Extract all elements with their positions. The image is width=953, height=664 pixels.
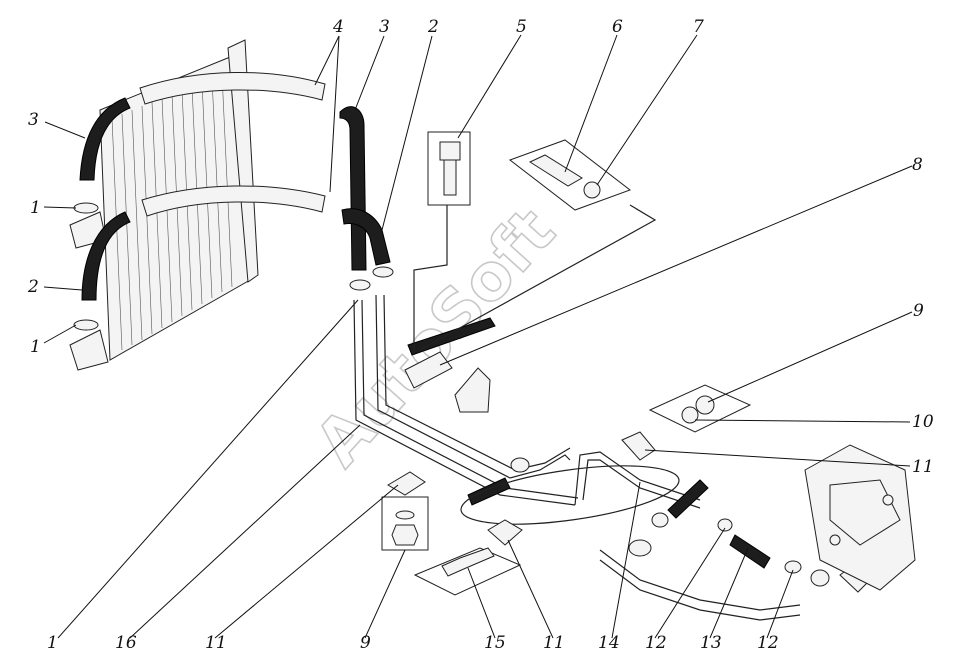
pipes bbox=[353, 294, 801, 621]
callout-6: 6 bbox=[612, 17, 623, 37]
detail-card-nut-9-left bbox=[381, 496, 429, 551]
detail-card-bolt-5 bbox=[413, 131, 471, 355]
callout-11-right: 11 bbox=[912, 457, 934, 477]
callout-labels: 1 1 1 2 2 3 3 4 5 6 7 8 9 9 10 11 11 11 … bbox=[27, 17, 934, 653]
radiator-hoses bbox=[79, 72, 391, 301]
callout-3-top: 3 bbox=[379, 17, 390, 37]
bracket-clips-11 bbox=[387, 431, 656, 546]
callout-13: 13 bbox=[700, 633, 722, 653]
leader-lines bbox=[43, 34, 913, 639]
hose-clamps bbox=[73, 202, 394, 331]
callout-16: 16 bbox=[115, 633, 137, 653]
callout-11-bottom-left: 11 bbox=[205, 633, 227, 653]
callout-7: 7 bbox=[693, 17, 704, 37]
detail-card-bolt-15 bbox=[413, 547, 522, 596]
detail-card-nut-9-washer-10 bbox=[648, 384, 752, 433]
callout-12-right: 12 bbox=[757, 633, 779, 653]
callout-14: 14 bbox=[598, 633, 620, 653]
callout-9-bottom: 9 bbox=[360, 633, 371, 653]
callout-12-left: 12 bbox=[645, 633, 667, 653]
callout-1-upper: 1 bbox=[30, 198, 41, 218]
engine-block bbox=[804, 444, 916, 591]
detail-card-bolt-6-washer-7 bbox=[419, 139, 657, 351]
bracket bbox=[404, 317, 496, 413]
callout-1-bottom: 1 bbox=[47, 633, 58, 653]
callout-10: 10 bbox=[912, 412, 934, 432]
callout-2-top: 2 bbox=[427, 17, 439, 37]
callout-11-bottom-mid: 11 bbox=[543, 633, 565, 653]
callout-4: 4 bbox=[332, 17, 344, 37]
callout-9-right: 9 bbox=[913, 301, 924, 321]
callout-5: 5 bbox=[516, 17, 527, 37]
callout-3-left: 3 bbox=[28, 110, 39, 130]
callout-15: 15 bbox=[484, 633, 506, 653]
callout-8: 8 bbox=[912, 155, 923, 175]
callout-1-lower: 1 bbox=[30, 337, 41, 357]
callout-2-left: 2 bbox=[27, 277, 39, 297]
